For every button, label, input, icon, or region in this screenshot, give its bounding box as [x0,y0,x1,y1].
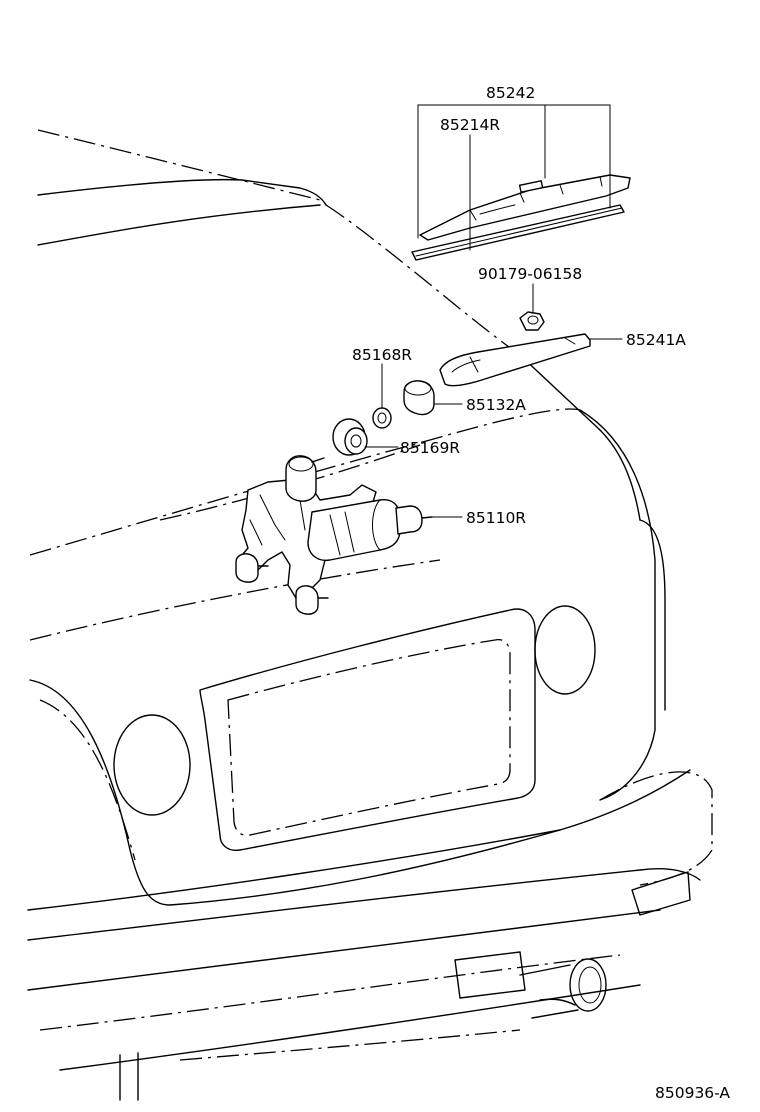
label-85242: 85242 [486,84,535,102]
wiper-arm [439,333,591,387]
car-body-outline [27,129,713,1101]
washer-85168r [372,407,392,429]
cap-85132a [403,380,435,416]
label-85132a: 85132A [466,396,526,414]
wiper-motor [235,455,433,615]
nut-90179 [519,311,545,331]
leader-lines [364,104,623,518]
label-85110r: 85110R [466,509,526,527]
label-85241a: 85241A [626,331,686,349]
label-85168r: 85168R [352,346,412,364]
grommet-85169r [332,418,368,456]
figure-id: 850936-A [655,1084,730,1102]
label-85169r: 85169R [400,439,460,457]
wiper-blade-assembly [411,174,631,261]
label-90179-06158: 90179-06158 [478,265,582,283]
label-85214r: 85214R [440,116,500,134]
